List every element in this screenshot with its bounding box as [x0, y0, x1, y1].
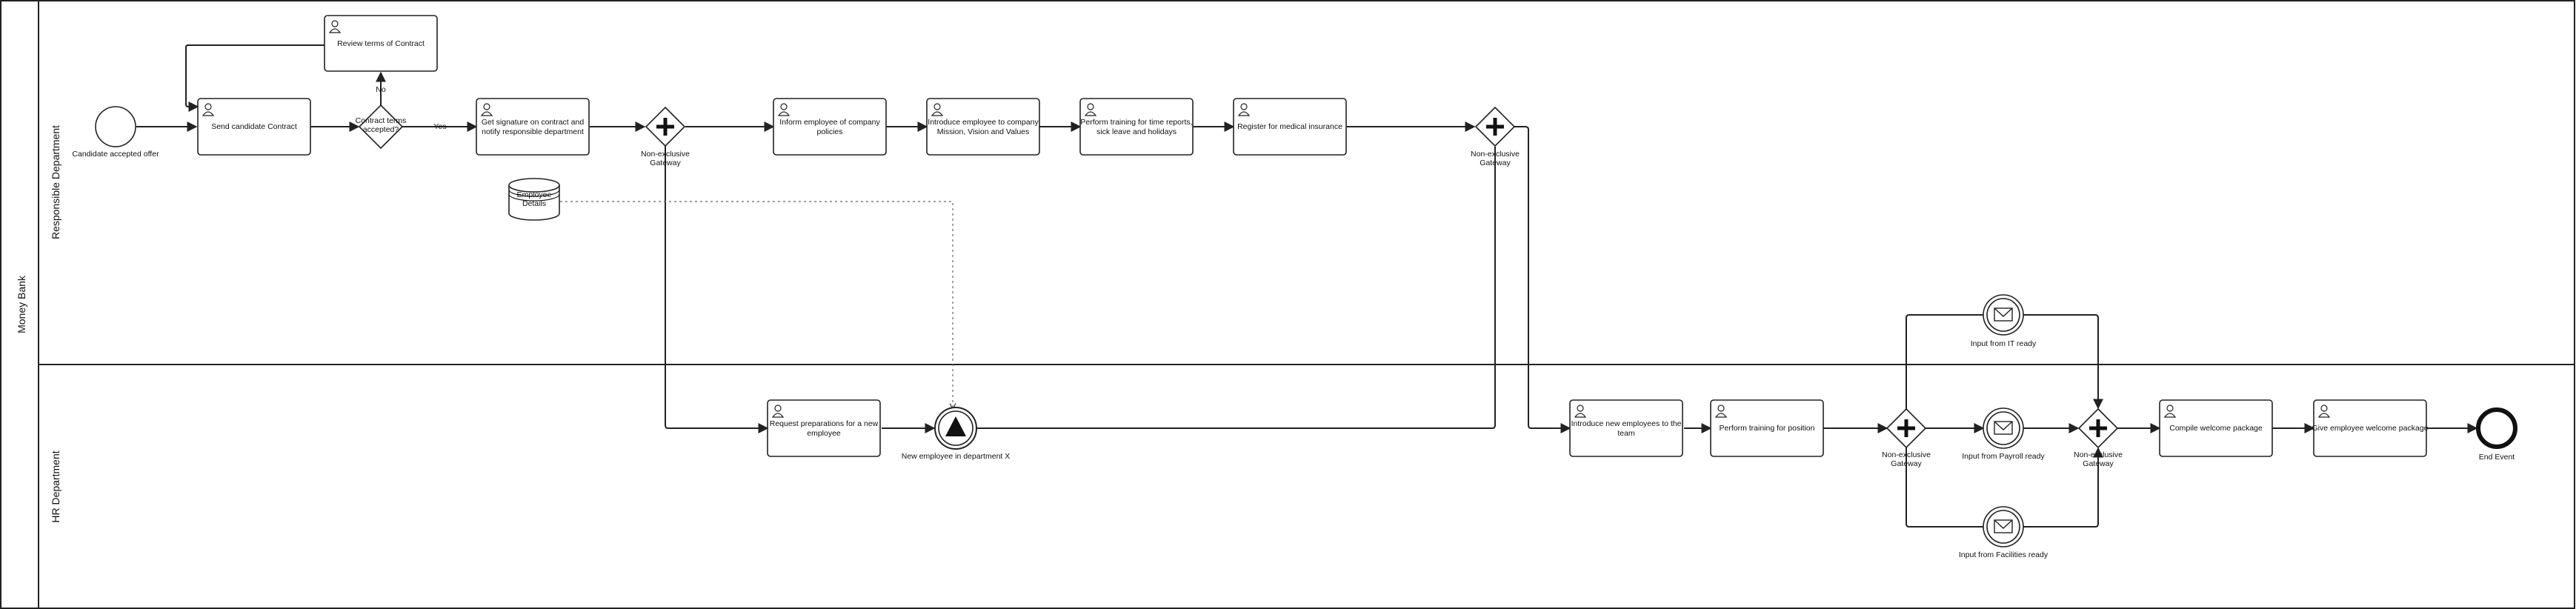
- user-icon: [2317, 405, 2331, 418]
- gateway-4-label-line1: Non-exclusive: [2074, 450, 2123, 459]
- task-introduce-team[interactable]: Introduce new employees to the team: [1569, 399, 1683, 457]
- user-icon: [202, 103, 215, 116]
- user-icon: [1237, 103, 1251, 116]
- plus-icon: [656, 118, 674, 136]
- event-input-facilities[interactable]: [1983, 506, 2024, 548]
- task-training-reports-line1: Perform training for time reports,: [1080, 118, 1192, 127]
- end-event-label: End Event: [2479, 453, 2515, 462]
- task-introduce-mission-line2: Mission, Vision and Values: [937, 127, 1030, 136]
- event-input-it-label: Input from IT ready: [1971, 339, 2037, 348]
- event-input-payroll[interactable]: [1983, 407, 2024, 449]
- task-training-reports-line2: sick leave and holidays: [1096, 127, 1176, 136]
- task-send-contract[interactable]: Send candidate Contract: [197, 98, 311, 156]
- task-training-position[interactable]: Perform training for position: [1710, 399, 1824, 457]
- gateway-3-label-line1: Non-exclusive: [1882, 450, 1931, 459]
- task-give-package[interactable]: Give employee welcome package: [2312, 399, 2429, 457]
- task-inform-policies-line2: policies: [816, 127, 842, 136]
- gateway-non-exclusive-4[interactable]: [2077, 407, 2119, 449]
- data-association: [560, 201, 953, 410]
- yes-label: Yes: [433, 122, 446, 131]
- plus-icon: [2089, 419, 2107, 437]
- user-icon: [1714, 405, 1728, 418]
- task-inform-policies[interactable]: Inform employee of company policies: [773, 98, 887, 156]
- event-input-facilities-label: Input from Facilities ready: [1959, 550, 2049, 559]
- task-introduce-team-line1: Introduce new employees to the: [1571, 419, 1682, 428]
- gateway-1-label-line1: Non-exclusive: [641, 150, 690, 159]
- task-give-package-label: Give employee welcome package: [2312, 424, 2429, 433]
- task-introduce-mission-line1: Introduce employee to company: [928, 118, 1039, 127]
- user-icon: [1574, 405, 1587, 418]
- task-training-position-label: Perform training for position: [1720, 424, 1815, 433]
- gateway-non-exclusive-2[interactable]: [1474, 106, 1516, 147]
- task-compile-package-label: Compile welcome package: [2169, 424, 2263, 433]
- task-send-contract-label: Send candidate Contract: [211, 122, 297, 131]
- task-medical-insurance-label: Register for medical insurance: [1237, 122, 1342, 131]
- start-event[interactable]: [95, 106, 136, 147]
- no-label: No: [376, 85, 386, 94]
- envelope-icon: [1994, 519, 2013, 533]
- task-review-terms[interactable]: Review terms of Contract: [324, 15, 438, 72]
- user-icon: [771, 405, 785, 418]
- event-input-payroll-label: Input from Payroll ready: [1962, 452, 2045, 461]
- pool-title: Money Bank: [16, 275, 27, 333]
- envelope-icon: [1994, 421, 2013, 435]
- start-event-label: Candidate accepted offer: [72, 150, 159, 159]
- plus-icon: [1897, 419, 1915, 437]
- lane-title-responsible: Responsible Department: [50, 125, 61, 239]
- user-icon: [777, 103, 791, 116]
- user-icon: [1084, 103, 1097, 116]
- task-request-preparations-line1: Request preparations for a new: [770, 419, 879, 428]
- end-event[interactable]: [2476, 407, 2517, 449]
- gateway-3-label-line2: Gateway: [1891, 459, 1922, 468]
- task-medical-insurance[interactable]: Register for medical insurance: [1233, 98, 1347, 156]
- task-compile-package[interactable]: Compile welcome package: [2159, 399, 2273, 457]
- plus-icon: [1486, 118, 1504, 136]
- gateway-1-label-line2: Gateway: [650, 159, 681, 167]
- task-inform-policies-line1: Inform employee of company: [779, 118, 880, 127]
- task-request-preparations-line2: employee: [807, 429, 841, 438]
- data-store-label-line2: Details: [522, 199, 546, 208]
- event-new-employee-label: New employee in department X: [902, 452, 1011, 461]
- lane-title-hr: HR Department: [50, 450, 61, 522]
- task-introduce-team-line2: team: [1617, 429, 1635, 438]
- data-store-label-line1: Employee: [517, 190, 552, 199]
- gateway-4-label-line2: Gateway: [2083, 459, 2114, 468]
- gateway-non-exclusive-1[interactable]: [645, 106, 686, 147]
- task-review-terms-label: Review terms of Contract: [337, 39, 425, 48]
- user-icon: [480, 103, 493, 116]
- user-icon: [2163, 405, 2177, 418]
- data-store-employee-details[interactable]: Employee Details: [508, 178, 560, 221]
- task-request-preparations[interactable]: Request preparations for a new employee: [767, 399, 881, 457]
- user-icon: [328, 20, 342, 33]
- task-get-signature-line1: Get signature on contract and: [482, 118, 584, 127]
- task-get-signature-line2: notify responsible department: [482, 127, 584, 136]
- envelope-icon: [1994, 307, 2013, 322]
- gateway-contract-accepted-line1: Contract terms: [356, 116, 407, 125]
- user-icon: [931, 103, 944, 116]
- task-training-reports[interactable]: Perform training for time reports, sick …: [1079, 98, 1194, 156]
- gateway-non-exclusive-3[interactable]: [1886, 407, 1927, 449]
- signal-icon: [945, 416, 966, 436]
- gateway-contract-accepted[interactable]: [358, 104, 404, 150]
- gateway-contract-accepted-line2: accepted?: [363, 125, 399, 134]
- gateway-2-label-line1: Non-exclusive: [1471, 150, 1520, 159]
- task-introduce-mission[interactable]: Introduce employee to company Mission, V…: [926, 98, 1040, 156]
- task-get-signature[interactable]: Get signature on contract and notify res…: [476, 98, 590, 156]
- event-new-employee[interactable]: [934, 407, 977, 450]
- event-input-it[interactable]: [1983, 294, 2024, 336]
- gateway-2-label-line2: Gateway: [1480, 159, 1511, 167]
